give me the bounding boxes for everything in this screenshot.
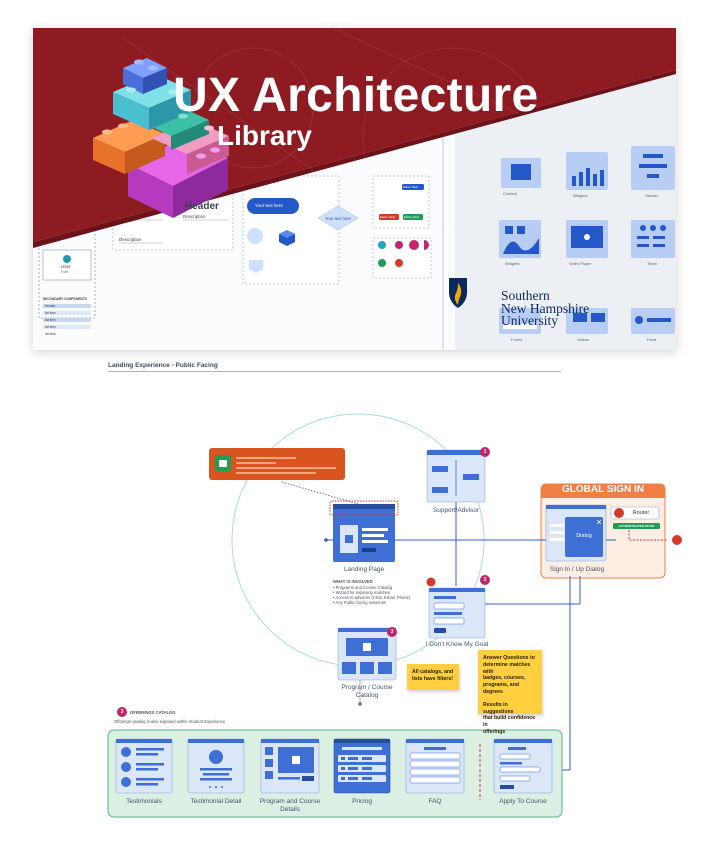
note-item: • Programs and Course Catalog bbox=[333, 585, 393, 590]
node-label-pricing: Pricing bbox=[352, 798, 372, 805]
sticky-line: determine matches with bbox=[483, 661, 531, 675]
faq-wireframe bbox=[405, 738, 465, 794]
node-label-faq: FAQ bbox=[428, 798, 442, 805]
badge bbox=[480, 447, 490, 457]
node-label-testimonials: Testimonials bbox=[126, 798, 162, 805]
node-label-program-details: Program and Course bbox=[259, 798, 321, 805]
badge-number: 2 bbox=[483, 577, 487, 583]
preview-sidebar-item: Header bbox=[45, 304, 56, 308]
sticky-line: All catalogs, and bbox=[412, 669, 454, 675]
preview-sidebar-item: list item bbox=[45, 318, 56, 322]
badge bbox=[117, 707, 127, 717]
note-item: • Wizard for exploring matches bbox=[333, 590, 390, 595]
hero-subtitle: Library bbox=[217, 120, 312, 151]
preview-card-grid bbox=[499, 146, 675, 334]
section-title: Landing Experience - Public Facing bbox=[108, 362, 218, 369]
snhu-logo: Southern New Hampshire University bbox=[473, 288, 590, 328]
dialog-label: Dialog bbox=[576, 533, 592, 539]
card-label: Widgets bbox=[573, 193, 588, 198]
brand-line: University bbox=[501, 313, 558, 328]
sticky-note-catalog: All catalogs, and lists have filters! bbox=[407, 664, 459, 690]
badge-number: 1 bbox=[483, 449, 487, 455]
preview-header: Header bbox=[185, 201, 219, 212]
authenticated-label: AUTHENTICATED STATE bbox=[618, 524, 655, 528]
card-label: Content bbox=[503, 191, 518, 196]
brand-line: Southern bbox=[501, 288, 550, 303]
node-label-testimonial-detail: Testimonial Detail bbox=[190, 798, 242, 805]
preview-diamond-text: Your text here bbox=[325, 216, 351, 221]
preview-description-2: Description bbox=[119, 237, 142, 242]
brand-line: New Hampshire bbox=[501, 300, 590, 316]
sticky-line: Answer Questions to bbox=[483, 655, 535, 661]
node-label-dont-know: I Don't Know My Goal bbox=[425, 641, 489, 648]
authenticated-pill bbox=[613, 523, 660, 529]
card-label: Widgets bbox=[505, 261, 520, 266]
pricing-wireframe bbox=[333, 738, 391, 794]
offerings-note: Offerings catalog is also exposed within… bbox=[114, 719, 226, 724]
sticky-line: Results in suggestions bbox=[483, 701, 514, 715]
preview-pill-text: Your text here bbox=[255, 203, 283, 208]
preview-pill-label: Button label bbox=[403, 185, 418, 189]
preview-sidebar-item: list item bbox=[45, 325, 56, 329]
section-divider bbox=[108, 371, 561, 372]
sticky-line: offerings bbox=[483, 728, 506, 735]
preview-user-label: User bbox=[61, 264, 71, 269]
card-label: Team bbox=[647, 261, 657, 266]
sign-in-dialog-wireframe bbox=[545, 504, 607, 562]
router-label: Router bbox=[632, 510, 650, 516]
snhu-shield-icon bbox=[449, 278, 467, 308]
node-label-catalog: Catalog bbox=[355, 692, 379, 699]
testimonials-wireframe bbox=[115, 738, 173, 794]
card-label: Videos bbox=[577, 337, 590, 342]
diamond-shape bbox=[317, 205, 359, 231]
preview-pill-label: Button label bbox=[380, 215, 395, 219]
node-label-catalog: Program / Course bbox=[341, 684, 393, 691]
card-label: Video Player bbox=[569, 261, 592, 266]
user-avatar-icon bbox=[63, 255, 71, 263]
node-label-sign-in: Sign In / Up Dialog bbox=[549, 566, 605, 573]
landing-page-wireframe bbox=[329, 500, 399, 562]
card-label: Forms bbox=[511, 337, 523, 342]
note-item: • Any Public facing materials bbox=[333, 600, 386, 605]
dont-know-goal-wireframe bbox=[428, 587, 486, 639]
sticky-note-answer: Answer Questions to determine matches wi… bbox=[478, 650, 542, 735]
preview-pill-label: Button label bbox=[404, 215, 419, 219]
sticky-line: lists have filters! bbox=[412, 675, 453, 682]
badge bbox=[387, 627, 397, 637]
sticky-line: that build confidence in bbox=[483, 715, 536, 729]
exit-icon bbox=[426, 577, 436, 587]
support-advisor-wireframe bbox=[426, 449, 486, 503]
sticky-line: programs, and degrees bbox=[483, 682, 520, 695]
offerings-heading: OFFERINGS CATALOG bbox=[130, 710, 176, 715]
catalog-wireframe bbox=[337, 627, 397, 681]
node-label-landing: Landing Page bbox=[343, 566, 385, 573]
note-heading: WHAT IS INVOLVED bbox=[333, 579, 373, 584]
lego-blocks-icon bbox=[93, 58, 229, 218]
apply-wireframe bbox=[493, 738, 553, 794]
pill-shape bbox=[247, 198, 299, 214]
testimonial-detail-wireframe bbox=[187, 738, 245, 794]
exit-icon bbox=[672, 535, 682, 545]
badge bbox=[480, 575, 490, 585]
badge-number: 3 bbox=[390, 629, 394, 635]
program-details-wireframe bbox=[260, 738, 320, 794]
preview-sidebar-item: list item bbox=[45, 332, 56, 336]
node-label-support: Support/Advisor bbox=[432, 507, 480, 514]
badge-number: 3 bbox=[120, 709, 124, 715]
hero-artwork: UX bbox=[33, 28, 676, 350]
preview-description: Description bbox=[183, 214, 206, 219]
node-label-program-details: Details bbox=[280, 806, 300, 813]
preview-sidebar-heading: SECONDARY COMPONENTS bbox=[43, 297, 87, 301]
note-item: • Access to advisors (Chat, Email, Phone… bbox=[333, 595, 411, 600]
global-sign-in-title: GLOBAL SIGN IN bbox=[561, 484, 645, 495]
sticky-line: badges, courses, bbox=[483, 675, 526, 682]
preview-user-sub: Role bbox=[61, 270, 69, 274]
hero-banner: UX bbox=[33, 28, 676, 350]
node-label-apply: Apply To Course bbox=[499, 798, 547, 805]
card-label: Feed bbox=[647, 337, 657, 342]
preview-sidebar-item: list item bbox=[45, 311, 56, 315]
hero-title: UX Architecture bbox=[173, 69, 539, 122]
card-label: Header bbox=[645, 193, 659, 198]
